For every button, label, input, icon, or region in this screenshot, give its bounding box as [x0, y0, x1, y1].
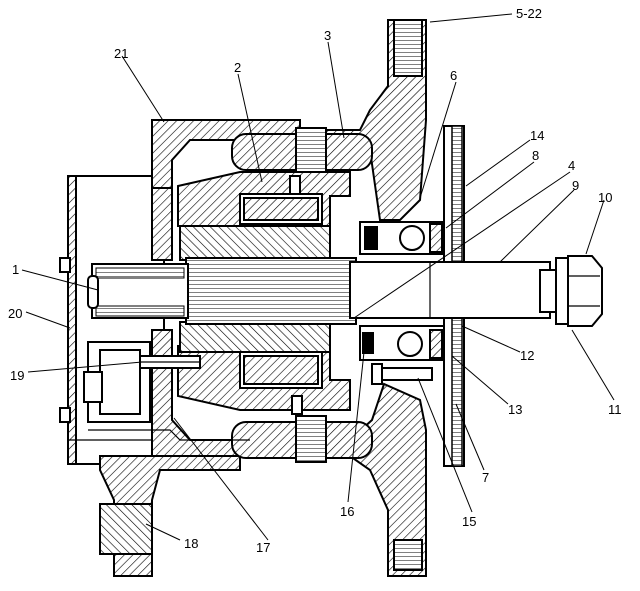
- callout-3: 3: [324, 28, 331, 43]
- callout-7: 7: [482, 470, 489, 485]
- callout-10: 10: [598, 190, 612, 205]
- callout-labels: 1 2 3 4 5-22 6 7 8 9 10 11 12 13 14 15 1…: [8, 6, 622, 555]
- callout-2: 2: [234, 60, 241, 75]
- regulator-box: [83, 341, 250, 441]
- callout-16: 16: [340, 504, 354, 519]
- callout-11: 11: [608, 402, 622, 417]
- callout-6: 6: [450, 68, 457, 83]
- callout-20: 20: [8, 306, 22, 321]
- callout-5-22: 5-22: [516, 6, 542, 21]
- callout-12: 12: [520, 348, 534, 363]
- callout-21: 21: [114, 46, 128, 61]
- callout-1: 1: [12, 262, 19, 277]
- front-bearing: [359, 221, 445, 361]
- front-bolt: [371, 363, 433, 385]
- callout-19: 19: [10, 368, 24, 383]
- callout-14: 14: [530, 128, 544, 143]
- callout-4: 4: [568, 158, 575, 173]
- callout-13: 13: [508, 402, 522, 417]
- housing-upper: [151, 19, 427, 261]
- rotor-poles: [179, 225, 331, 353]
- callout-18: 18: [184, 536, 198, 551]
- stator-top: [231, 127, 373, 463]
- rear-bearing: [87, 263, 189, 319]
- shaft-nut: [555, 255, 603, 327]
- shaft: [185, 257, 561, 325]
- callout-15: 15: [462, 514, 476, 529]
- callout-8: 8: [532, 148, 539, 163]
- callout-17: 17: [256, 540, 270, 555]
- rotor-coils: [177, 171, 351, 415]
- leader-lines: [21, 13, 615, 541]
- callout-9: 9: [572, 178, 579, 193]
